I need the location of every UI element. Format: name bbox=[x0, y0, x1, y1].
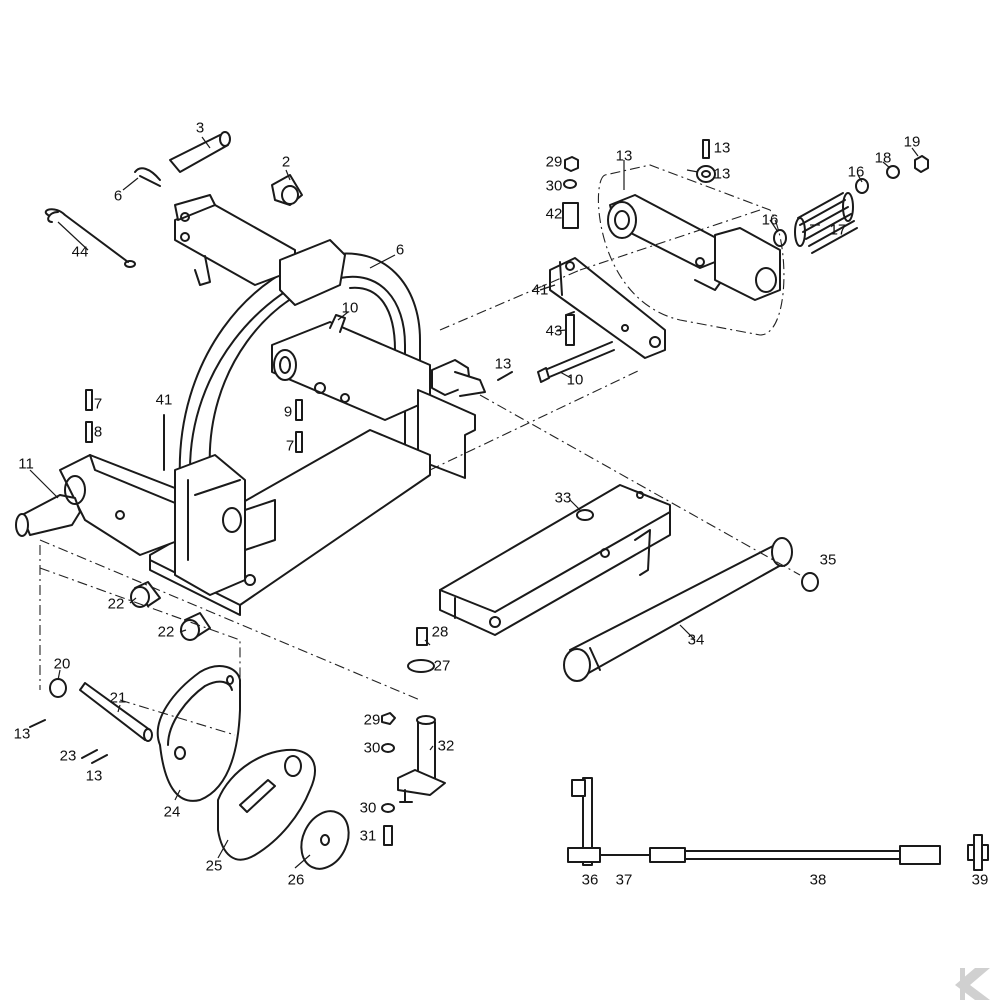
part-label: 7 bbox=[93, 395, 103, 413]
part-label: 2 bbox=[281, 153, 291, 171]
part-label: 44 bbox=[71, 243, 89, 261]
part-label: 19 bbox=[903, 133, 921, 151]
part-label: 42 bbox=[545, 205, 563, 223]
part-label: 38 bbox=[809, 871, 827, 889]
part-label: 10 bbox=[341, 299, 359, 317]
part-label: 6 bbox=[395, 241, 405, 259]
upper-crossbeam bbox=[271, 314, 486, 421]
part-label: 7 bbox=[285, 437, 295, 455]
washers-right bbox=[696, 139, 929, 247]
part-label: 13 bbox=[85, 767, 103, 785]
part-label: 16 bbox=[761, 211, 779, 229]
part-label: 24 bbox=[163, 803, 181, 821]
part-label: 30 bbox=[359, 799, 377, 817]
part-label: 29 bbox=[363, 711, 381, 729]
center-lines bbox=[39, 209, 801, 736]
part-label: 39 bbox=[971, 871, 989, 889]
leader-lines bbox=[29, 136, 919, 869]
part-label: 17 bbox=[829, 221, 847, 239]
tube-34 bbox=[563, 537, 819, 682]
bolt-stack-top bbox=[562, 156, 579, 346]
upper-bracket bbox=[174, 194, 346, 306]
bracket-24 bbox=[156, 665, 241, 802]
part-label: 21 bbox=[109, 689, 127, 707]
part-label: 30 bbox=[545, 177, 563, 195]
hydraulic-hose bbox=[567, 777, 989, 871]
pins-left bbox=[85, 389, 303, 471]
part-label: 37 bbox=[615, 871, 633, 889]
part-label: 41 bbox=[531, 281, 549, 299]
part-label: 3 bbox=[195, 119, 205, 137]
part-label: 11 bbox=[18, 455, 34, 473]
part-label: 32 bbox=[437, 737, 455, 755]
pivot-plate bbox=[549, 257, 666, 359]
frame-33 bbox=[439, 484, 671, 636]
pin-4 bbox=[169, 131, 231, 173]
part-label: 29 bbox=[545, 153, 563, 171]
part-label: 8 bbox=[93, 423, 103, 441]
part-label: 36 bbox=[581, 871, 599, 889]
post-32 bbox=[381, 627, 446, 846]
part-label: 18 bbox=[874, 149, 892, 167]
part-label: 22 bbox=[157, 623, 175, 641]
spring bbox=[794, 192, 858, 254]
part-label: 28 bbox=[431, 623, 449, 641]
part-label: 22 bbox=[107, 595, 125, 613]
part-label: 10 bbox=[566, 371, 584, 389]
part-label: 33 bbox=[554, 489, 572, 507]
part-label: 13 bbox=[13, 725, 31, 743]
part-label: 6 bbox=[113, 187, 123, 205]
part-label: 30 bbox=[363, 739, 381, 757]
part-label: 25 bbox=[205, 857, 223, 875]
wire-44 bbox=[44, 208, 136, 268]
part-label: 34 bbox=[687, 631, 705, 649]
central-post bbox=[174, 454, 276, 596]
part-label: 41 bbox=[155, 391, 173, 409]
part-label: 13 bbox=[615, 147, 633, 165]
part-label: 35 bbox=[819, 551, 837, 569]
disc-26 bbox=[300, 810, 350, 870]
part-label: 13 bbox=[713, 165, 731, 183]
part-label: 13 bbox=[494, 355, 512, 373]
part-label: 16 bbox=[847, 163, 865, 181]
part-label: 9 bbox=[283, 403, 293, 421]
part-label: 20 bbox=[53, 655, 71, 673]
watermark-logo bbox=[955, 968, 990, 1000]
part-label: 31 bbox=[359, 827, 377, 845]
part-label: 43 bbox=[545, 322, 563, 340]
bolt-10 bbox=[497, 341, 615, 383]
clip-3 bbox=[134, 167, 161, 187]
part-label: 23 bbox=[59, 747, 77, 765]
bush-2 bbox=[271, 174, 303, 206]
part-label: 26 bbox=[287, 871, 305, 889]
pin-21 bbox=[29, 678, 153, 764]
part-label: 13 bbox=[713, 139, 731, 157]
pivot-arm bbox=[597, 164, 785, 336]
plate-25 bbox=[217, 748, 316, 861]
part-label: 27 bbox=[433, 657, 451, 675]
